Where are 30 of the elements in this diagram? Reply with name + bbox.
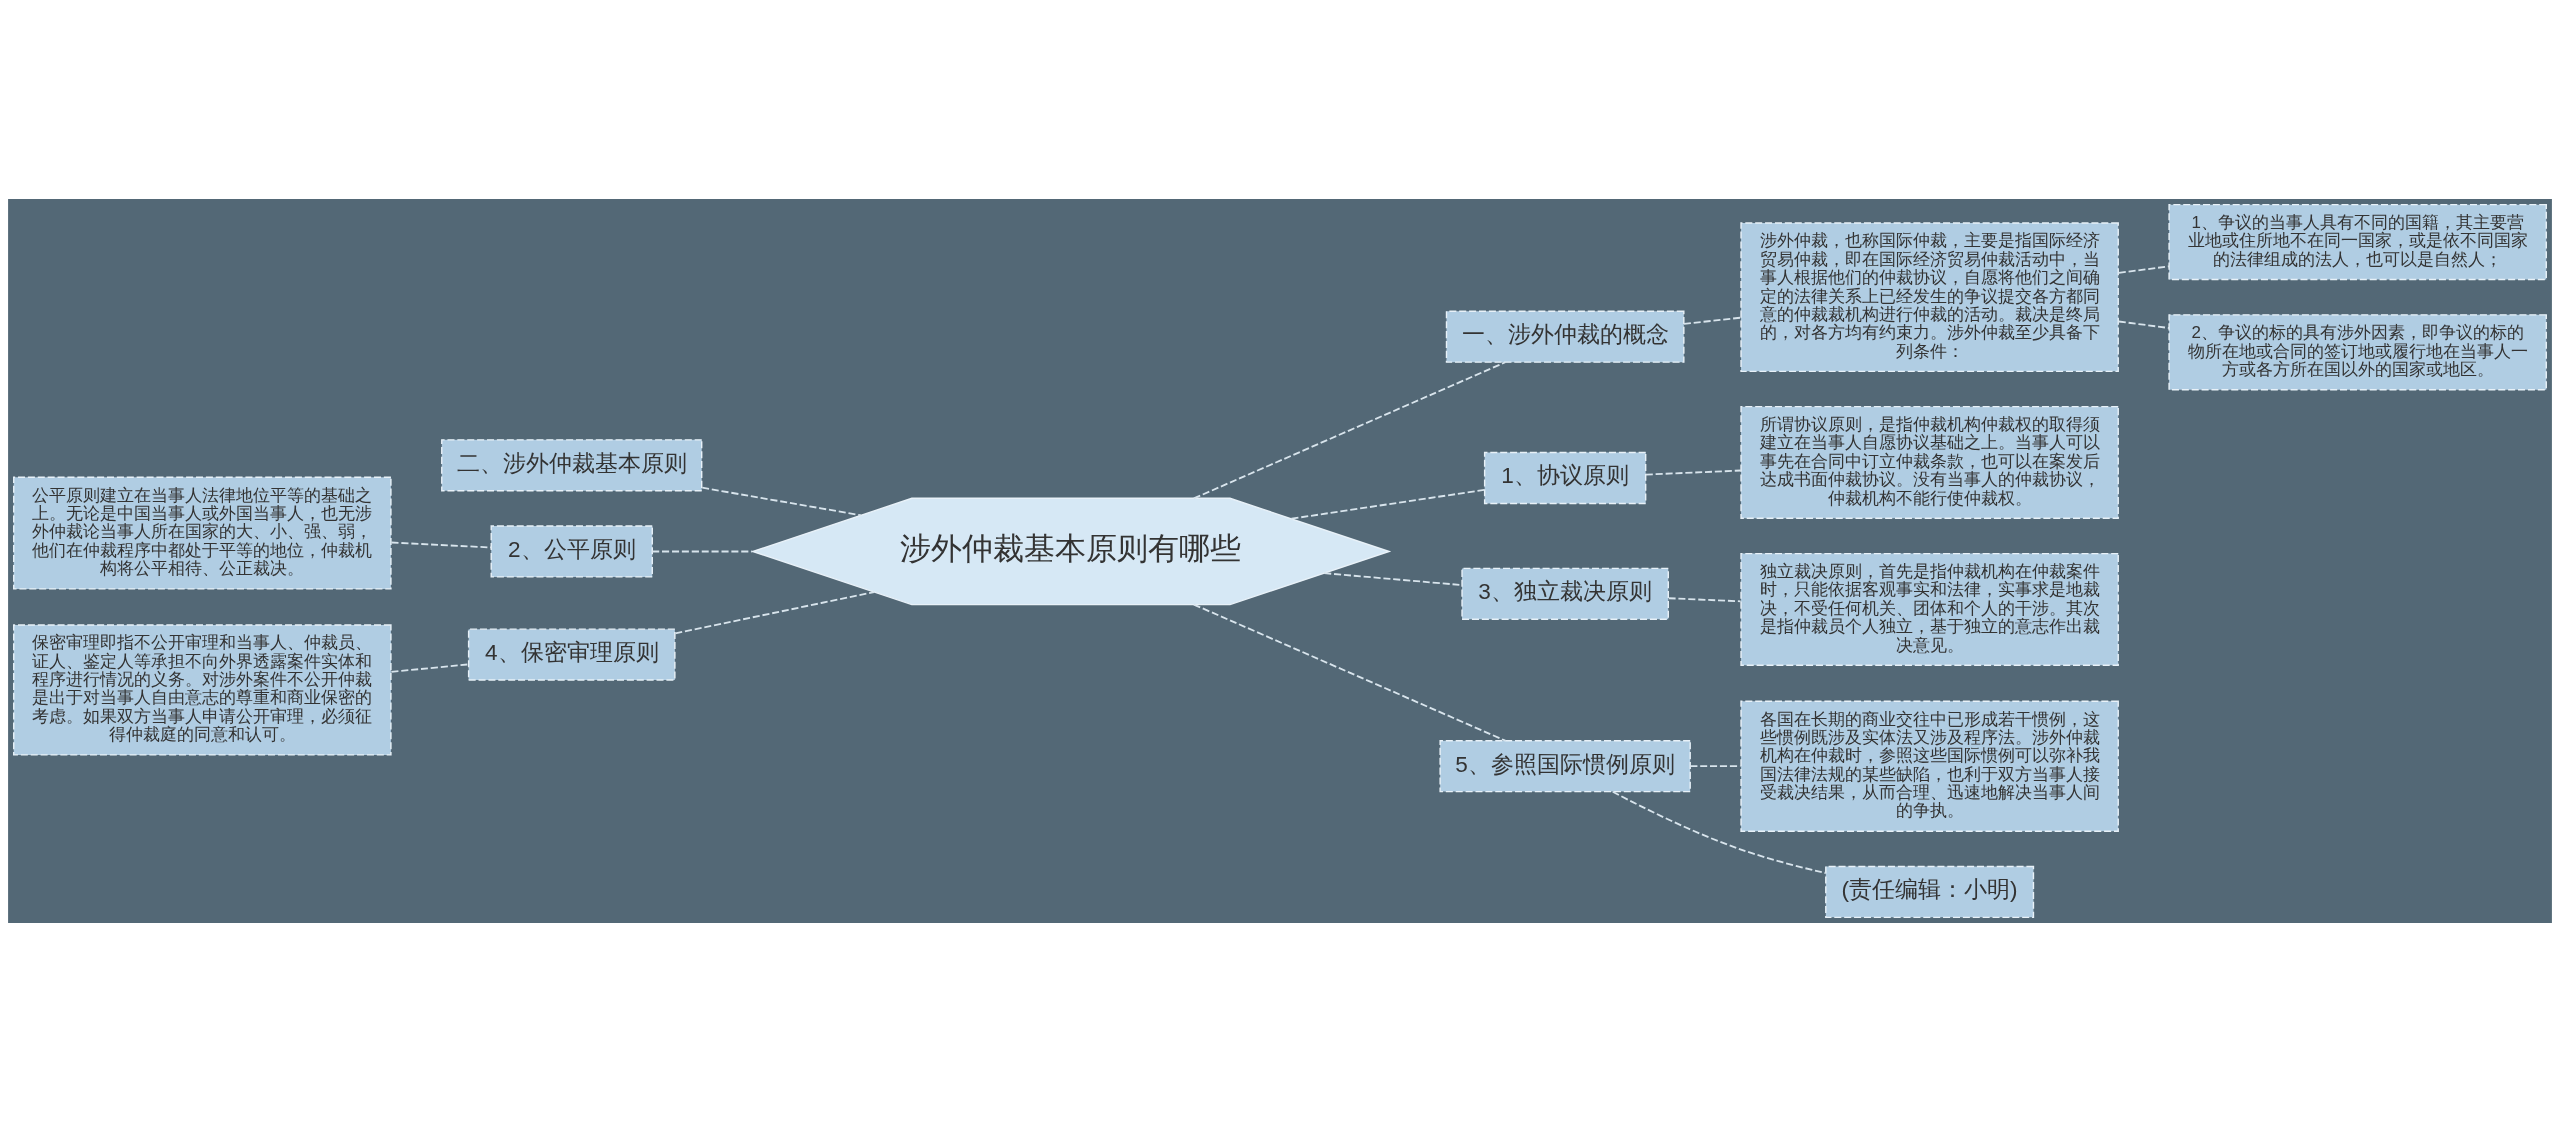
node-box: 公平原则建立在当事人法律地位平等的基础之上。无论是中国当事人或外国当事人，也无涉外仲裁论当事人所在国家的大、小、强、弱，他们在仲裁程序中都处于平等的地位，仲裁机构将公平相待、公正裁决。 [13,476,392,590]
node-box: 一、涉外仲裁的概念 [1445,310,1685,363]
connector [2117,264,2170,274]
node-box: 各国在长期的商业交往中已形成若干惯例，这些惯例既涉及实体法又涉及程序法。涉外仲裁机构在仲裁时，参照这些国际惯例可以弥补我国法律法规的某些缺陷，也利于双方当事人接受裁决结果，从而合理、迅速地解决当事人间的争执。 [1740,700,2119,832]
connector [674,590,875,634]
connector [1611,790,1827,874]
node-box: (责任编辑：小明) [1825,865,2035,918]
connector [1192,360,1507,499]
node-box: 1、争议的当事人具有不同的国籍，其主要营业地或住所地不在同一国家，或是依不同国家的法律组成的法人，也可以是自然人； [2168,203,2547,280]
connector [701,486,862,516]
connector [1290,488,1486,520]
node-box: 4、保密审理原则 [467,627,676,681]
node-box: 所谓协议原则，是指仲裁机构仲裁权的取得须建立在当事人自愿协议基础之上。当事人可以事先在合同中订立仲裁条款，也可以在案发后达成书面仲裁协议。没有当事人的仲裁协议，仲裁机构不能行使仲裁权。 [1740,405,2119,519]
connector [390,541,493,548]
node-box: 2、争议的标的具有涉外因素，即争议的标的物所在地或合同的签订地或履行地在当事人一方或各方所在国以外的国家或地区。 [2168,313,2547,390]
connector [1645,469,1742,476]
node-box: 保密审理即指不公开审理和当事人、仲裁员、证人、鉴定人等承担不向外界透露案件实体和程序进行情况的义务。对涉外案件不公开仲裁是出于对当事人自由意志的尊重和商业保密的考虑。如果双方当事人申请公开审理，必须征得仲裁庭的同意和认可。 [13,623,392,756]
connector [1192,603,1507,742]
connector [651,550,754,552]
node-box: 3、独立裁决原则 [1461,567,1669,620]
node-box: 5、参照国际惯例原则 [1439,739,1691,792]
node-box: 独立裁决原则，首先是指仲裁机构在仲裁案件时，只能依据客观事实和法律，实事求是地裁决，不受任何机关、团体和个人的干涉。其次是指仲裁员个人独立，基于独立的意志作出裁决意见。 [1740,552,2119,666]
node-box: 1、协议原则 [1483,451,1647,504]
node-box: 2、公平原则 [490,524,653,578]
connector [2117,320,2170,329]
connector [390,662,470,673]
node-box: 涉外仲裁，也称国际仲裁，主要是指国际经济贸易仲裁，即在国际经济贸易仲裁活动中，当事人根据他们的仲裁协议，自愿将他们之间确定的法律关系上已经发生的争议提交各方都同意的仲裁裁机构进行仲裁的活动。裁决是终局的，对各方均有约束力。涉外仲裁至少具备下列条件： [1740,221,2119,372]
connector [1667,596,1742,602]
connector [1683,316,1742,325]
node-box: 二、涉外仲裁基本原则 [441,438,703,491]
